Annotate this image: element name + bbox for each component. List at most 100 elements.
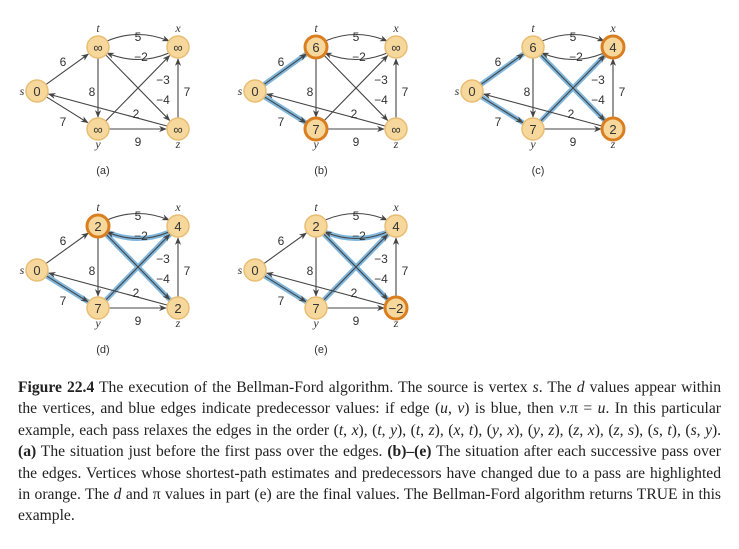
vertex-distance: 6: [529, 40, 536, 55]
vertex-x: [600, 34, 626, 60]
edge-weight: 5: [135, 30, 142, 44]
caption-text: ), (: [473, 421, 492, 439]
vertex-z: [166, 117, 190, 141]
edge-weight: 7: [402, 264, 409, 278]
vertex-distance: 2: [94, 219, 101, 234]
vertex-label: y: [94, 137, 101, 151]
edge-weight: 9: [570, 135, 577, 149]
caption-text: The situation just before the first pass…: [36, 443, 388, 461]
vertex-label: t: [96, 21, 100, 35]
caption-text: y: [491, 421, 499, 439]
edge-weight: 2: [351, 286, 358, 300]
edge-y-x: [323, 234, 389, 301]
caption-text: t: [377, 421, 382, 439]
caption-text: ), (: [554, 421, 574, 439]
edge-weight: −4: [374, 93, 388, 107]
caption-text: ), (: [671, 421, 691, 439]
edge-weight: 7: [619, 85, 626, 99]
caption-text: ,: [460, 421, 469, 439]
caption-text: x: [507, 421, 515, 439]
caption-text: ,: [658, 421, 668, 439]
vertex-label: z: [393, 316, 399, 330]
vertex-distance: 4: [174, 219, 181, 234]
vertex-z: [600, 116, 626, 142]
caption-text: x: [351, 421, 359, 439]
edge-y-x: [323, 55, 389, 122]
edge-weight: 7: [278, 115, 285, 129]
figure-caption: Figure 22.4 The execution of the Bellman…: [18, 377, 721, 527]
vertex-label: x: [392, 200, 399, 214]
vertex-t: [521, 35, 545, 59]
caption-text: t: [468, 421, 474, 439]
caption-text: ), (: [634, 421, 653, 439]
caption-text: t: [415, 421, 421, 439]
vertex-label: y: [529, 137, 536, 151]
vertex-label: x: [392, 21, 399, 35]
vertex-label: s: [20, 84, 25, 98]
vertex-z: [166, 296, 190, 320]
edge-weight: 2: [133, 107, 140, 121]
edge-t-x: [541, 34, 605, 42]
edge-s-t: [263, 232, 307, 265]
caption-text: and π values in part (e) are the final v…: [18, 486, 721, 525]
vertex-label: z: [610, 137, 616, 151]
caption-text: ,: [381, 421, 391, 439]
vertex-x: [384, 35, 408, 59]
caption-text: The execution of the Bellman-Ford algori…: [94, 379, 533, 396]
vertex-s: [25, 258, 49, 282]
vertex-x: [166, 214, 190, 238]
vertex-label: x: [174, 21, 181, 35]
edge-weight: 2: [133, 286, 140, 300]
caption-text: t: [667, 421, 672, 439]
vertex-label: y: [312, 137, 319, 151]
caption-text: ,: [420, 421, 429, 439]
caption-text: s: [652, 421, 659, 439]
vertex-z: [384, 117, 408, 141]
caption-text: u: [597, 400, 606, 418]
panel-label: (a): [96, 165, 109, 177]
edge-weight: 7: [60, 294, 67, 308]
caption-text: . In this particular example, each pass …: [18, 400, 721, 439]
caption-text: values appear within the vertices, and b…: [18, 379, 721, 418]
edge-y-x: [105, 55, 171, 122]
edge-weight: 2: [568, 107, 575, 121]
vertex-t: [86, 35, 110, 59]
caption-text: y: [533, 421, 540, 439]
vertex-s: [243, 258, 267, 282]
edge-weight: 6: [495, 55, 502, 69]
edge-weight: −3: [374, 73, 388, 87]
edge-z-s: [47, 271, 168, 306]
edge-z-s: [47, 92, 168, 127]
edge-s-y: [46, 275, 89, 303]
edge-t-x: [106, 213, 170, 221]
vertex-s: [243, 79, 267, 103]
vertex-label: s: [455, 84, 460, 98]
edge-weight: 8: [307, 85, 314, 99]
edge-weight: 8: [89, 264, 96, 278]
edge-weight: 7: [184, 264, 191, 278]
vertex-x: [166, 35, 190, 59]
edge-s-y: [264, 96, 307, 124]
edge-weight: 8: [89, 85, 96, 99]
vertex-distance: 4: [609, 40, 616, 55]
vertex-distance: ∞: [93, 40, 102, 55]
edge-s-y: [264, 275, 307, 303]
caption-text: ,: [343, 421, 352, 439]
caption-text: x: [587, 421, 595, 439]
vertex-y: [86, 296, 110, 320]
vertex-distance: 7: [312, 122, 319, 137]
vertex-distance: −2: [389, 301, 404, 316]
edge-y-x: [105, 234, 171, 301]
figure-number: Figure 22.4: [18, 379, 95, 396]
vertex-distance: 0: [468, 84, 475, 99]
edge-weight: −3: [156, 252, 170, 266]
edge-weight: −4: [591, 93, 605, 107]
caption-text: ,: [498, 421, 508, 439]
edge-weight: 8: [307, 264, 314, 278]
panel-label: (b): [314, 165, 327, 177]
edge-weight: −4: [374, 272, 388, 286]
panel-label: (d): [96, 344, 109, 356]
vertex-label: y: [94, 316, 101, 330]
